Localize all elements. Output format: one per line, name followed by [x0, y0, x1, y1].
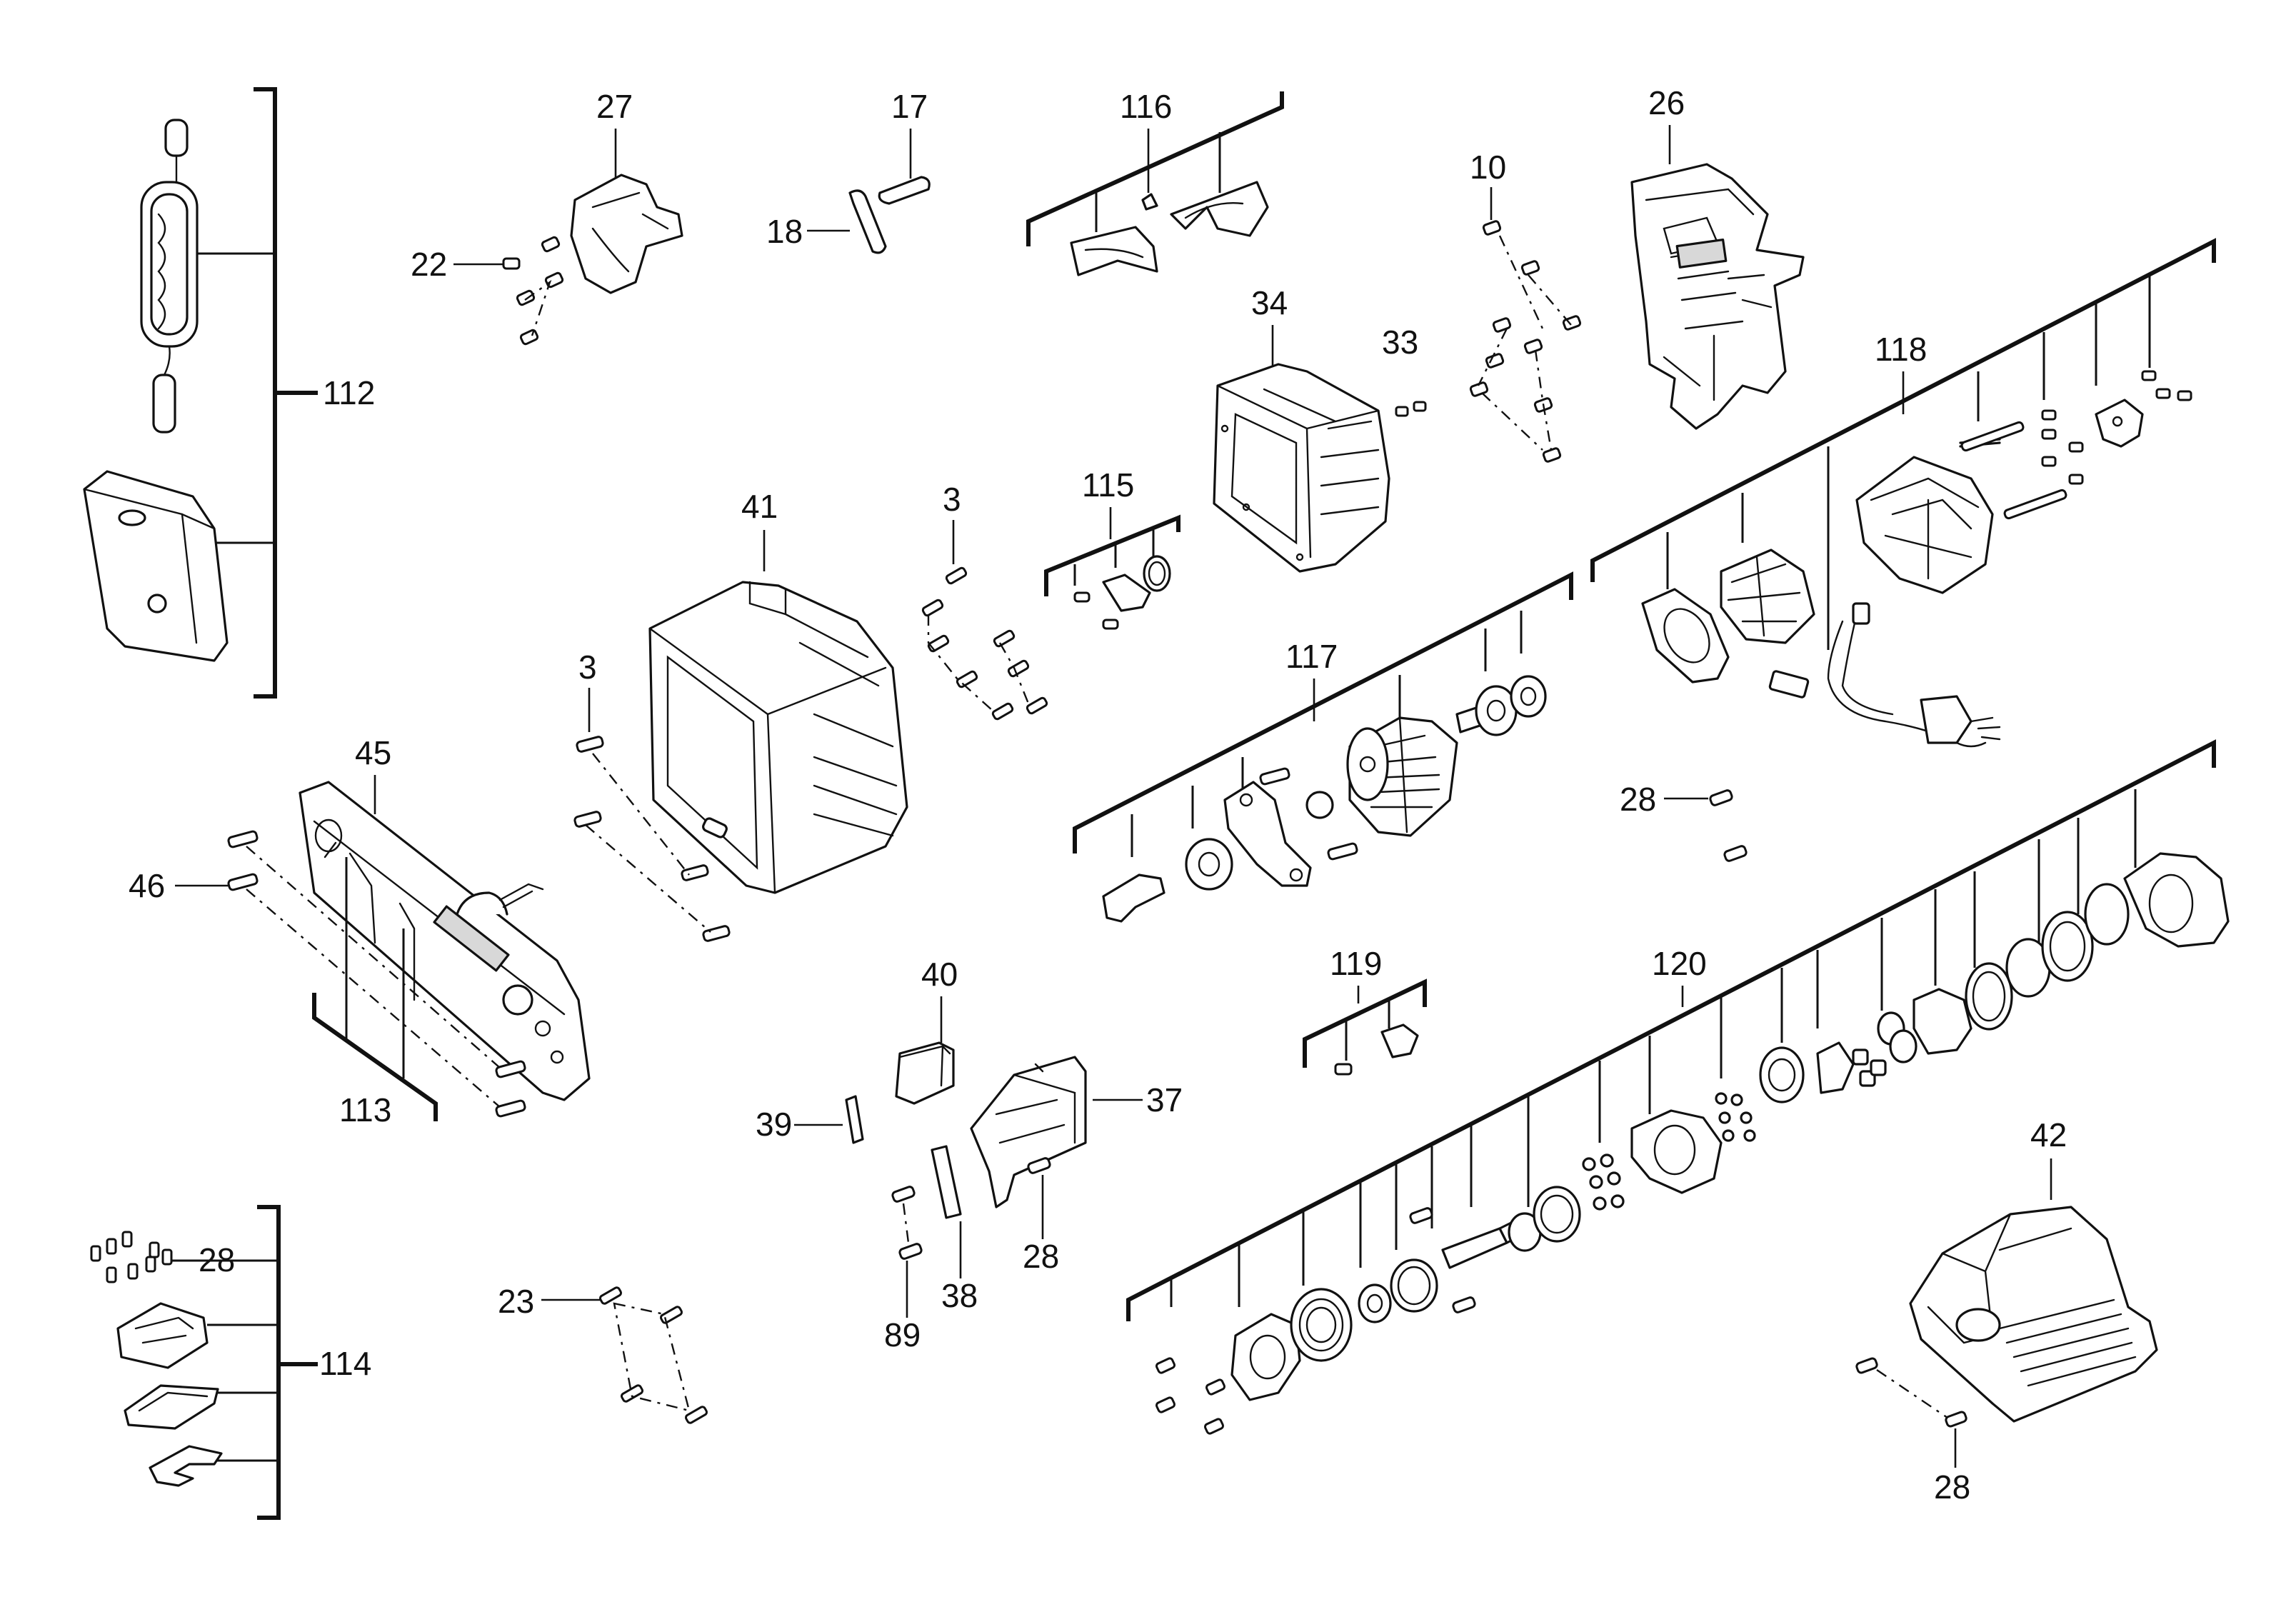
part-45-panel: 45 46 113: [129, 734, 591, 1128]
assembly-115: 115: [1044, 466, 1180, 630]
wire-harness: [1768, 602, 2001, 748]
callout-28d: 28: [1934, 1468, 1970, 1506]
callout-17: 17: [891, 88, 928, 125]
callout-38: 38: [941, 1277, 978, 1314]
callout-89: 89: [884, 1316, 921, 1353]
part-27-group: 27 22: [411, 88, 683, 346]
callout-119: 119: [1330, 945, 1382, 982]
screws-120-left: [1155, 1357, 1226, 1435]
balls-120-a: [1582, 1153, 1625, 1211]
part-42-housing: 42 28: [1855, 1116, 2158, 1506]
callout-34: 34: [1251, 284, 1288, 321]
balls-120-b: [1715, 1092, 1756, 1142]
part-34-housing: 34 33: [1213, 284, 1427, 573]
callout-113: 113: [339, 1091, 391, 1128]
callout-116: 116: [1120, 88, 1172, 125]
assembly-116: 116: [1026, 88, 1284, 276]
callout-112: 112: [323, 374, 375, 411]
part-26: 26: [1630, 84, 1805, 430]
callout-3b: 3: [578, 649, 597, 686]
assembly-118: 118: [1590, 238, 2216, 748]
remote-pendant: [83, 470, 229, 662]
callout-39: 39: [756, 1106, 792, 1143]
assembly-119: 119: [1303, 945, 1427, 1076]
callout-45: 45: [355, 734, 391, 771]
callout-41: 41: [741, 488, 778, 525]
part-17-18-group: 17 18: [766, 88, 931, 254]
callout-28a: 28: [1620, 781, 1656, 818]
callout-37: 37: [1146, 1081, 1183, 1118]
callout-3a: 3: [943, 481, 961, 518]
callout-42: 42: [2030, 1116, 2067, 1153]
part-23-screws: 23: [498, 1283, 708, 1424]
callout-33: 33: [1382, 324, 1418, 361]
part-3-screws-upper: 3: [921, 481, 1048, 721]
callout-22: 22: [411, 246, 447, 283]
coiled-cord: [140, 119, 199, 434]
callout-10: 10: [1470, 149, 1506, 186]
callout-26: 26: [1648, 84, 1685, 121]
part-3-screws-lower: 3: [573, 649, 731, 942]
assembly-120: 120: [1126, 739, 2230, 1435]
callout-118: 118: [1875, 331, 1927, 368]
callout-46: 46: [129, 867, 165, 904]
part-10-screws: 10: [1469, 149, 1582, 463]
callout-114: 114: [319, 1345, 371, 1382]
part-41-housing: 41: [648, 488, 908, 894]
screws-114: [90, 1231, 173, 1283]
assembly-114: 114 28: [90, 1205, 371, 1520]
callout-40: 40: [921, 956, 958, 993]
assembly-117: 117: [1073, 571, 1573, 923]
assembly-112: 112: [83, 87, 375, 699]
callout-18: 18: [766, 213, 803, 250]
part-28-mid: 28: [1620, 781, 1748, 862]
parts-37-40-group: 40 39 38 37 28 89: [756, 956, 1183, 1353]
pins-120: [1852, 1048, 1887, 1087]
callout-23: 23: [498, 1283, 534, 1320]
callout-117: 117: [1285, 638, 1338, 675]
callout-27: 27: [596, 88, 633, 125]
callout-115: 115: [1082, 466, 1134, 504]
callout-28c: 28: [199, 1241, 235, 1278]
callout-120: 120: [1652, 945, 1707, 982]
callout-28b: 28: [1023, 1238, 1059, 1275]
screws-22: [502, 236, 564, 346]
